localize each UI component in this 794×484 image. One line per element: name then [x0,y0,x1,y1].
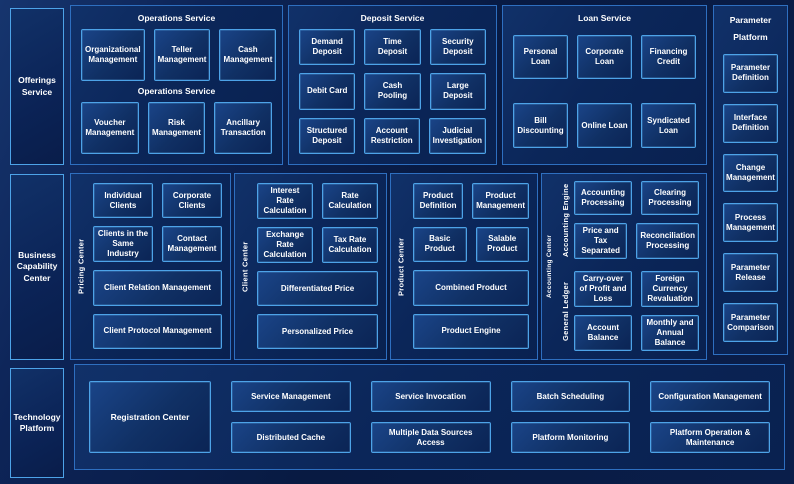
box-personal-loan: Personal Loan [513,34,568,80]
box-product-definition: Product Definition [413,183,464,219]
box-salable-product: Salable Product [475,226,529,262]
box-tax-rate-calculation: Tax Rate Calculation [322,227,378,263]
box-clearing-processing: Clearing Processing [641,181,699,215]
box-clients-same-industry: Clients in the Same Industry [93,226,153,263]
box-corporate-clients: Corporate Clients [162,183,222,219]
box-cash-pooling: Cash Pooling [364,73,421,110]
box-platform-monitoring: Platform Monitoring [510,422,631,453]
operations-service-subtitle: Operations Service [137,86,216,96]
box-process-management: Process Management [723,203,778,243]
box-reconciliation-processing: Reconciliation Processing [636,223,699,259]
box-accounting-processing: Accounting Processing [574,181,632,215]
box-corporate-loan: Corporate Loan [577,34,632,80]
box-batch-scheduling: Batch Scheduling [510,381,631,412]
panel-accounting-center: Accounting Center Accounting Engine Acco… [541,173,707,360]
box-bill-discounting: Bill Discounting [513,103,568,148]
operations-service-title: Operations Service [137,13,216,23]
panel-parameter-platform: Parameter Platform Parameter Definition … [713,5,788,355]
box-time-deposit: Time Deposit [364,28,421,66]
box-service-invocation: Service Invocation [370,381,491,412]
box-carry-over-profit-loss: Carry-over of Profit and Loss [574,271,632,307]
panel-technology-platform: Registration Center Service Management D… [74,364,785,470]
rail-business-capability-center: Business Capability Center [10,174,64,360]
box-parameter-definition: Parameter Definition [723,54,778,93]
panel-pricing-center: Pricing Center Individual Clients Corpor… [70,173,231,360]
loan-service-title: Loan Service [578,13,631,23]
box-interface-definition: Interface Definition [723,103,778,143]
box-teller-management: Teller Management [153,28,211,81]
box-debit-card: Debit Card [299,73,356,110]
box-service-management: Service Management [231,381,351,412]
box-registration-center: Registration Center [89,381,211,453]
box-voucher-management: Voucher Management [81,101,139,154]
box-risk-management: Risk Management [147,101,206,154]
panel-operations-service: Operations Service Organizational Manage… [70,5,283,165]
box-security-deposit: Security Deposit [429,28,486,66]
box-client-relation-management: Client Relation Management [93,270,222,306]
pricing-center-label: Pricing Center [76,238,86,295]
box-demand-deposit: Demand Deposit [299,28,356,66]
box-cash-management: Cash Management [219,28,277,81]
deposit-service-title: Deposit Service [360,13,425,23]
box-differentiated-price: Differentiated Price [257,271,378,306]
box-online-loan: Online Loan [577,103,632,148]
panel-product-center: Product Center Product Definition Produc… [390,173,538,360]
box-individual-clients: Individual Clients [93,183,153,219]
box-organizational-management: Organizational Management [81,28,145,81]
box-foreign-currency-revaluation: Foreign Currency Revaluation [641,271,699,307]
client-center-label: Client Center [240,241,250,292]
box-monthly-annual-balance: Monthly and Annual Balance [641,315,699,351]
box-product-management: Product Management [472,183,529,219]
box-account-balance: Account Balance [574,315,632,351]
accounting-center-label: Accounting Center [546,234,553,299]
product-center-label: Product Center [396,237,406,296]
box-basic-product: Basic Product [413,226,467,262]
box-account-restriction: Account Restriction [363,117,420,155]
box-personalized-price: Personalized Price [257,314,378,349]
box-distributed-cache: Distributed Cache [231,422,351,453]
box-parameter-release: Parameter Release [723,253,778,293]
box-product-engine: Product Engine [413,313,529,349]
box-parameter-comparison: Parameter Comparison [723,303,778,342]
box-judicial-investigation: Judicial Investigation [428,117,486,155]
box-contact-management: Contact Management [162,226,222,263]
box-change-management: Change Management [723,153,778,193]
box-interest-rate-calculation: Interest Rate Calculation [257,183,313,219]
box-large-deposit: Large Deposit [429,73,486,110]
box-syndicated-loan: Syndicated Loan [641,103,696,148]
box-ancillary-transaction: Ancillary Transaction [214,101,273,154]
box-financing-credit: Financing Credit [641,34,696,80]
accounting-engine-label: Accounting Engine [561,183,570,257]
box-combined-product: Combined Product [413,270,529,306]
panel-deposit-service: Deposit Service Demand Deposit Time Depo… [288,5,497,165]
box-configuration-management: Configuration Management [650,381,770,412]
panel-client-center: Client Center Interest Rate Calculation … [234,173,387,360]
box-rate-calculation: Rate Calculation [322,183,378,219]
parameter-platform-title: Parameter Platform [729,15,772,42]
panel-loan-service: Loan Service Personal Loan Corporate Loa… [502,5,707,165]
box-multiple-data-sources-access: Multiple Data Sources Access [370,422,491,453]
box-client-protocol-management: Client Protocol Management [93,313,222,349]
box-price-and-tax-separated: Price and Tax Separated [574,223,628,259]
rail-technology-platform: Technology Platform [10,368,64,478]
general-ledger-label: General Ledger [561,281,570,341]
box-exchange-rate-calculation: Exchange Rate Calculation [257,227,313,263]
box-structured-deposit: Structured Deposit [299,117,355,155]
box-platform-operation-maintenance: Platform Operation & Maintenance [650,422,770,453]
rail-offerings-service: Offerings Service [10,8,64,165]
